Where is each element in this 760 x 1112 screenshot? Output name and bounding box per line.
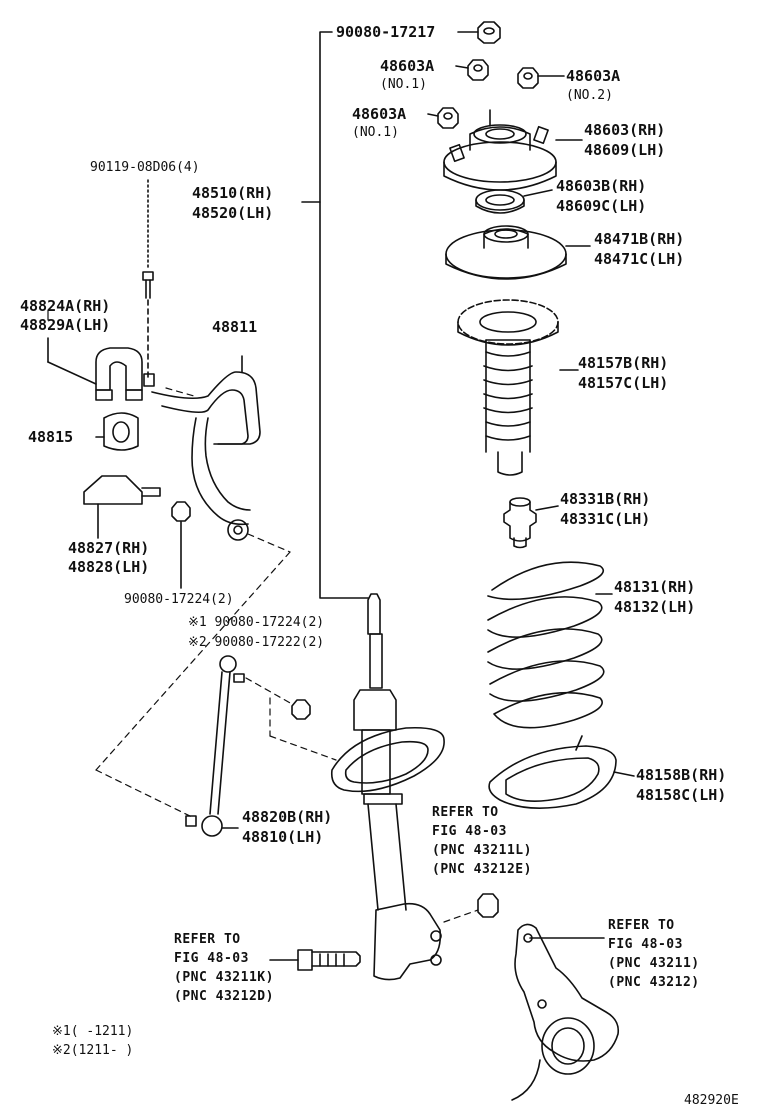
shock-absorber-strut [330, 593, 445, 981]
figure-id: 482920E [684, 1093, 739, 1108]
label-48132-lh: 48132(LH) [614, 598, 696, 616]
nut-48603a-no2 [517, 67, 565, 89]
label-48603a-no1-lower-sub: (NO.1) [352, 125, 399, 140]
label-48603a-no1-top-sub: (NO.1) [380, 77, 427, 92]
ref-bolt-line1: REFER TO [174, 932, 241, 947]
ref-knuckle-line1: REFER TO [608, 918, 675, 933]
label-48815: 48815 [28, 428, 74, 446]
label-48603a-no2: 48603A [566, 67, 621, 85]
label-48810-lh: 48810(LH) [242, 828, 324, 846]
strut-bearing [475, 189, 553, 214]
label-48131-rh: 48131(RH) [614, 578, 696, 596]
ref-knuckle-line3: (PNC 43211) [608, 956, 700, 971]
ref-bolt-line2: FIG 48-03 [174, 951, 249, 966]
upper-support-mount [443, 109, 583, 191]
label-48471b-rh: 48471B(RH) [594, 230, 685, 248]
ref-bolt-line4: (PNC 43212D) [174, 989, 274, 1004]
label-48603a-no1-top: 48603A [380, 57, 435, 75]
label-48331b-rh: 48331B(RH) [560, 490, 651, 508]
label-48609c-lh: 48609C(LH) [556, 197, 647, 215]
label-48158b-rh: 48158B(RH) [636, 766, 727, 784]
strut-knuckle-bolt [269, 949, 361, 971]
label-48603b-rh: 48603B(RH) [556, 177, 647, 195]
note-1: ※1( -1211) [52, 1024, 134, 1039]
assembly-guide-lines [95, 387, 479, 923]
ref-strut-line3: (PNC 43211L) [432, 843, 532, 858]
spring-insulator-boot [457, 299, 579, 476]
label-48520-lh: 48520(LH) [192, 204, 274, 222]
stabilizer-bracket [47, 337, 155, 401]
label-48158c-lh: 48158C(LH) [636, 786, 727, 804]
leader-bracket-strut [301, 31, 369, 599]
strut-knuckle-nut [477, 893, 499, 918]
label-48828-lh: 48828(LH) [68, 558, 150, 576]
label-48331c-lh: 48331C(LH) [560, 510, 651, 528]
label-90080-17217: 90080-17217 [336, 23, 436, 41]
steering-knuckle [511, 923, 620, 1101]
label-48471c-lh: 48471C(LH) [594, 250, 685, 268]
ref-strut-line4: (PNC 43212E) [432, 862, 532, 877]
label-48824a-rh: 48824A(RH) [20, 297, 111, 315]
nut-48603a-no1-top [455, 59, 489, 81]
note-2: ※2(1211- ) [52, 1043, 134, 1058]
bracket-bolt [142, 179, 154, 379]
label-90080-17224-note1: ※1 90080-17224(2) [188, 615, 325, 630]
label-48603-rh: 48603(RH) [584, 121, 666, 139]
label-48157b-rh: 48157B(RH) [578, 354, 669, 372]
top-nut [457, 21, 501, 44]
label-48603a-no2-sub: (NO.2) [566, 88, 613, 103]
label-90080-17224-bar: 90080-17224(2) [124, 592, 234, 607]
ref-bolt-line3: (PNC 43211K) [174, 970, 274, 985]
link-nut [291, 699, 311, 720]
label-48609-lh: 48609(LH) [584, 141, 666, 159]
label-48827-rh: 48827(RH) [68, 539, 150, 557]
ref-knuckle-line4: (PNC 43212) [608, 975, 700, 990]
label-48811: 48811 [212, 318, 258, 336]
ref-strut-line2: FIG 48-03 [432, 824, 507, 839]
stabilizer-lower-bracket [83, 475, 161, 539]
upper-spring-seat [445, 225, 591, 280]
label-48603a-no1-lower: 48603A [352, 105, 407, 123]
stabilizer-link [185, 655, 245, 837]
nut-48603a-no1-lower [427, 107, 459, 129]
label-90080-17222-note2: ※2 90080-17222(2) [188, 635, 325, 650]
coil-spring [487, 561, 613, 729]
label-90119-08d06: 90119-08D06(4) [90, 160, 200, 175]
bump-stopper [503, 497, 559, 549]
label-48820b-rh: 48820B(RH) [242, 808, 333, 826]
stabilizer-bar [151, 355, 261, 541]
label-48829a-lh: 48829A(LH) [20, 316, 111, 334]
ref-strut-line1: REFER TO [432, 805, 499, 820]
lower-spring-insulator [488, 735, 635, 809]
stabilizer-bushing [95, 412, 139, 451]
label-48157c-lh: 48157C(LH) [578, 374, 669, 392]
bar-link-nut [171, 501, 191, 589]
ref-knuckle-line2: FIG 48-03 [608, 937, 683, 952]
label-48510-rh: 48510(RH) [192, 184, 274, 202]
